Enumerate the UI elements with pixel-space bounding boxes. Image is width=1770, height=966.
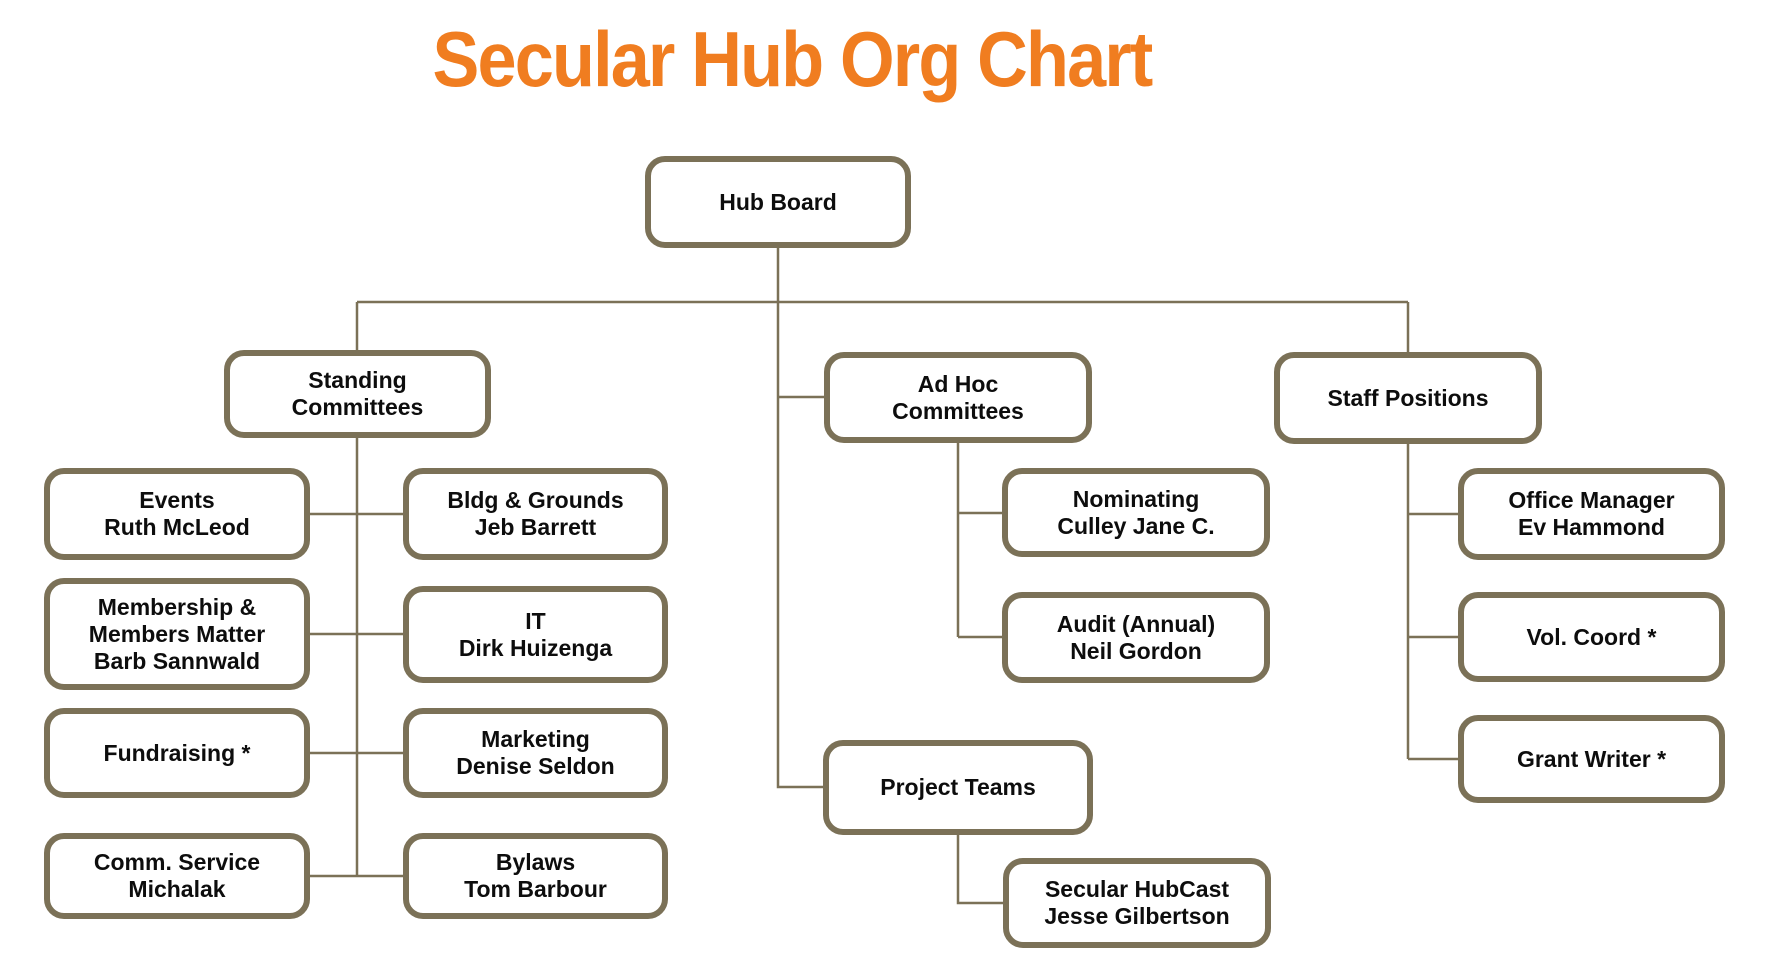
node-grant-writer: Grant Writer * — [1458, 715, 1725, 803]
node-project-teams: Project Teams — [823, 740, 1093, 835]
node-audit: Audit (Annual) Neil Gordon — [1002, 592, 1270, 683]
node-events: Events Ruth McLeod — [44, 468, 310, 560]
node-membership: Membership & Members Matter Barb Sannwal… — [44, 578, 310, 690]
node-standing-committees: Standing Committees — [224, 350, 491, 438]
node-bylaws: Bylaws Tom Barbour — [403, 833, 668, 919]
node-vol-coord: Vol. Coord * — [1458, 592, 1725, 682]
node-office-manager: Office Manager Ev Hammond — [1458, 468, 1725, 560]
node-secular-hubcast: Secular HubCast Jesse Gilbertson — [1003, 858, 1271, 948]
node-nominating: Nominating Culley Jane C. — [1002, 468, 1270, 557]
node-comm-service: Comm. Service Michalak — [44, 833, 310, 919]
node-bldg-grounds: Bldg & Grounds Jeb Barrett — [403, 468, 668, 560]
node-staff-positions: Staff Positions — [1274, 352, 1542, 444]
node-marketing: Marketing Denise Seldon — [403, 708, 668, 798]
node-fundraising: Fundraising * — [44, 708, 310, 798]
node-ad-hoc-committees: Ad Hoc Committees — [824, 352, 1092, 443]
node-hub-board: Hub Board — [645, 156, 911, 248]
node-it: IT Dirk Huizenga — [403, 586, 668, 683]
chart-title: Secular Hub Org Chart — [432, 15, 1154, 103]
